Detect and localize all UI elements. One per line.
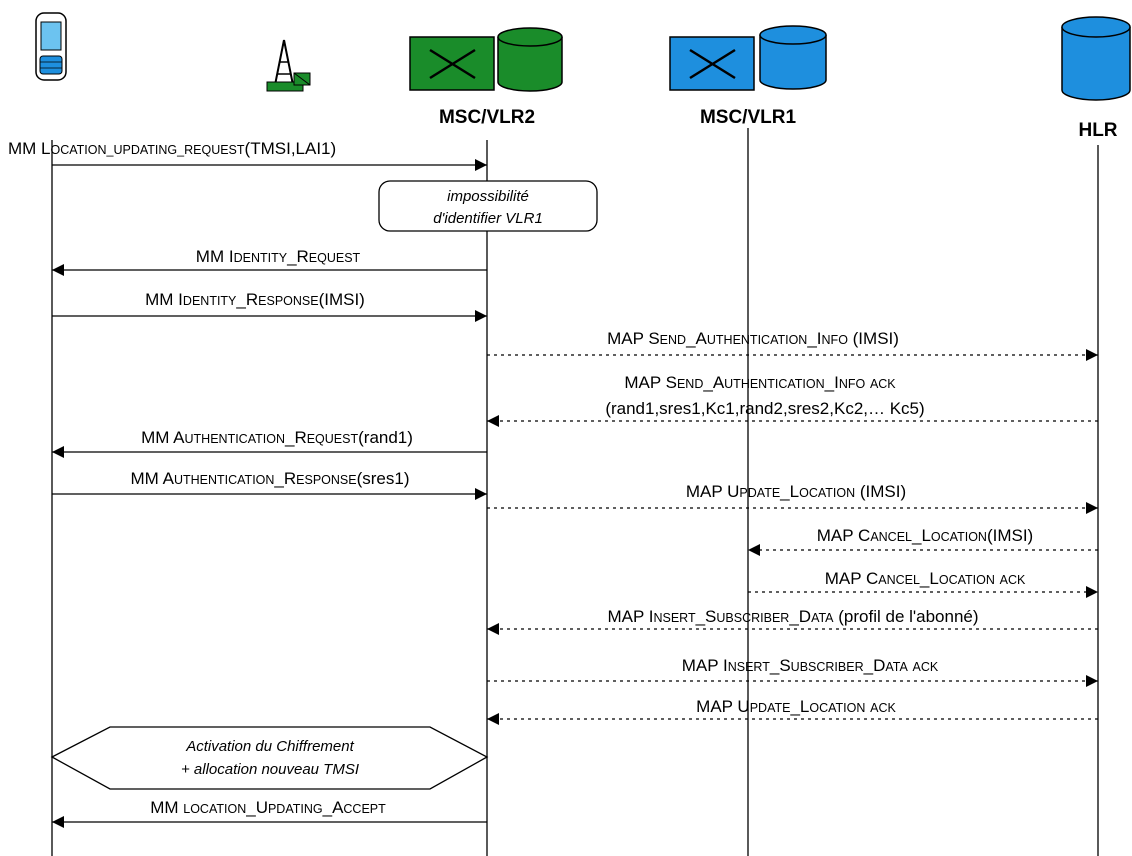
msg-insert-subscriber-data: MAP INSERT_SUBSCRIBER_DATA (profil de l'… [607, 607, 978, 626]
msg-update-location: MAP UPDATE_LOCATION (IMSI) [686, 482, 906, 501]
msg-cancel-location-ack: MAP CANCEL_LOCATION ACK [825, 569, 1026, 588]
msg-send-authentication-info-ack: MAP SEND_AUTHENTICATION_INFO ACK [624, 373, 896, 392]
msc-vlr1-switch-icon [669, 36, 755, 91]
msg-authentication-request: MM AUTHENTICATION_REQUEST(rand1) [141, 428, 413, 447]
note-line-2: d'identifier VLR1 [433, 210, 543, 227]
msg-identity-response: MM IDENTITY_RESPONSE(IMSI) [145, 290, 365, 309]
vlr-identification-note: impossibilité d'identifier VLR1 [378, 180, 598, 232]
msg-cancel-location: MAP CANCEL_LOCATION(IMSI) [817, 526, 1033, 545]
cipher-activation-note: Activation du Chiffrement + allocation n… [50, 726, 489, 790]
msg-insert-subscriber-data-ack: MAP INSERT_SUBSCRIBER_DATA ACK [682, 656, 939, 675]
hlr-database-icon [1061, 16, 1131, 101]
msc-vlr1-label: MSC/VLR1 [700, 107, 797, 128]
antenna-icon [266, 39, 311, 92]
cipher-note-line-2: + allocation nouveau TMSI [181, 761, 359, 778]
msg-send-authentication-info: MAP SEND_AUTHENTICATION_INFO (IMSI) [607, 329, 899, 348]
msc-vlr2-switch-icon [409, 36, 495, 91]
mobile-phone-icon [35, 12, 67, 81]
hlr-label: HLR [1078, 120, 1117, 141]
msg-identity-request: MM IDENTITY_REQUEST [196, 247, 361, 266]
msc-vlr2-label: MSC/VLR2 [439, 107, 535, 128]
msg-location-updating-accept: MM LOCATION_UPDATING_ACCEPT [150, 798, 386, 817]
msg-update-location-ack: MAP UPDATE_LOCATION ACK [696, 697, 896, 716]
cipher-note-line-1: Activation du Chiffrement [185, 738, 354, 755]
msc-vlr1-database-icon [759, 25, 827, 90]
note-line-1: impossibilité [447, 188, 529, 205]
msg-authentication-response: MM AUTHENTICATION_RESPONSE(sres1) [131, 469, 410, 488]
msc-vlr2-database-icon [497, 27, 563, 92]
msg-location-updating-request: MM LOCATION_UPDATING_REQUEST(TMSI,LAI1) [8, 139, 336, 158]
msg-authentication-vectors: (rand1,sres1,Kc1,rand2,sres2,Kc2,… Kc5) [605, 399, 924, 418]
